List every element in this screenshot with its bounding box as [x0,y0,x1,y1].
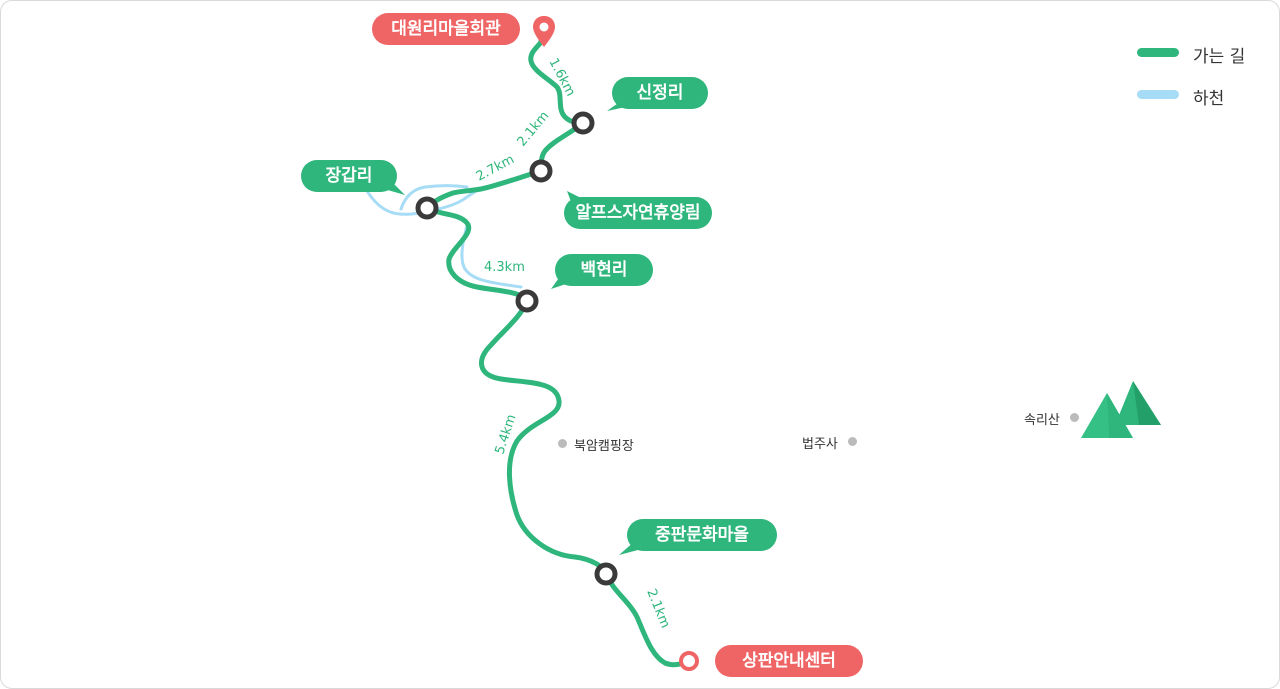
camping-dot [558,439,567,448]
legend-route-label: 가는 길 [1193,47,1246,67]
alps-tag: 알프스자연휴양림 [564,197,712,229]
jungpan-tag: 중판문화마을 [627,519,777,551]
location-pin-icon [533,16,555,47]
legend-river-swatch [1137,90,1179,99]
node-jungpan [594,562,618,586]
distance-label-4: 4.3km [484,260,525,275]
node-sinjeong [571,111,595,135]
sinjeong-tag: 신정리 [612,77,708,109]
end-place-tag: 상판안내센터 [715,645,863,677]
legend-river-label: 하천 [1193,89,1225,109]
mountain-icon [1081,381,1161,438]
camping-label: 북암캠핑장 [574,439,634,454]
location-ring-icon [679,651,699,671]
route-line [424,38,692,668]
distance-label-2: 2.1km [515,109,553,150]
mountain-label: 속리산 [1024,413,1060,428]
janggap-tag: 장갑리 [301,160,397,192]
legend-route-swatch [1137,48,1179,57]
mountain-dot [1070,413,1079,422]
start-place-tag: 대원리마을회관 [372,13,520,45]
distance-label-1: 1.6km [545,56,577,99]
baekhyeon-tag: 백현리 [555,254,653,286]
temple-dot [848,437,857,446]
node-baekhyeon [515,289,539,313]
node-janggap [415,196,439,220]
node-alps [529,159,553,183]
temple-label: 법주사 [802,437,838,452]
distance-label-6: 2.1km [643,587,672,631]
